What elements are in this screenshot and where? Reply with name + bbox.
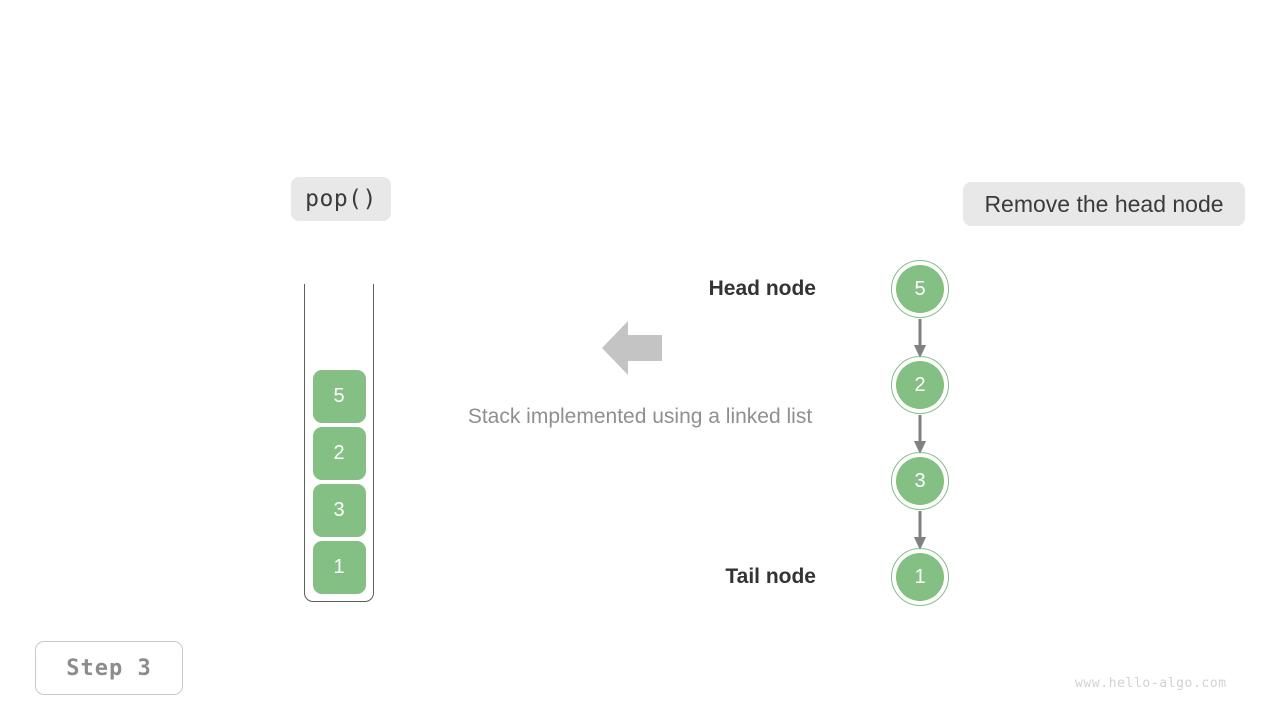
stack-container: 5 2 3 1 (304, 284, 374, 602)
list-node-value: 3 (896, 457, 944, 505)
list-node: 3 (891, 452, 949, 510)
operation-badge: pop() (291, 177, 391, 221)
list-node: 5 (891, 260, 949, 318)
link-arrow-icon (914, 511, 926, 550)
stack-frame-outline (304, 284, 374, 602)
list-node: 1 (891, 548, 949, 606)
link-arrow-icon (914, 415, 926, 454)
link-arrow-icon (914, 319, 926, 358)
stack-cell: 5 (312, 370, 366, 423)
linked-list-container: 5 2 3 1 (864, 255, 976, 606)
list-node-value: 1 (896, 553, 944, 601)
stack-cell: 1 (312, 541, 366, 594)
step-indicator: Step 3 (35, 641, 183, 695)
list-node-value: 2 (896, 361, 944, 409)
tail-node-label: Tail node (725, 565, 816, 588)
stack-cell-list: 5 2 3 1 (304, 370, 374, 594)
left-arrow-icon (602, 321, 662, 375)
head-node-label: Head node (708, 277, 816, 300)
list-node: 2 (891, 356, 949, 414)
list-node-value: 5 (896, 265, 944, 313)
watermark: www.hello-algo.com (1075, 676, 1227, 691)
stack-cell: 2 (312, 427, 366, 480)
stack-cell: 3 (312, 484, 366, 537)
diagram-caption: Stack implemented using a linked list (467, 405, 813, 428)
action-description-badge: Remove the head node (963, 182, 1245, 226)
